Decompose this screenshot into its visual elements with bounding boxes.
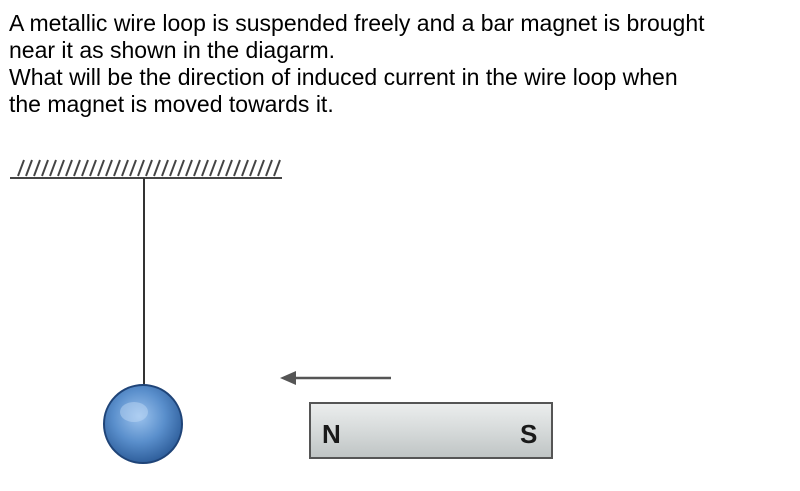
hatch-mark bbox=[185, 159, 193, 177]
hatch-mark bbox=[137, 159, 145, 177]
question-line: What will be the direction of induced cu… bbox=[9, 64, 678, 90]
hatch-mark bbox=[145, 159, 153, 177]
question-line: the magnet is moved towards it. bbox=[9, 91, 334, 117]
hatch-mark bbox=[201, 159, 209, 177]
hatch-mark bbox=[57, 159, 65, 177]
hatch-mark bbox=[273, 159, 281, 177]
hatch-mark bbox=[129, 159, 137, 177]
hatch-mark bbox=[169, 159, 177, 177]
hatch-mark bbox=[241, 159, 249, 177]
hatch-mark bbox=[113, 159, 121, 177]
magnet-north-label: N bbox=[322, 419, 341, 449]
hatch-mark bbox=[41, 159, 49, 177]
hatch-mark bbox=[33, 159, 41, 177]
hatch-mark bbox=[249, 159, 257, 177]
hatch-mark bbox=[217, 159, 225, 177]
hatch-mark bbox=[105, 159, 113, 177]
ceiling-support bbox=[10, 159, 282, 179]
hatch-mark bbox=[265, 159, 273, 177]
hatch-mark bbox=[121, 159, 129, 177]
hatch-mark bbox=[17, 159, 25, 177]
hatch-mark bbox=[81, 159, 89, 177]
hatch-mark bbox=[233, 159, 241, 177]
hatch-mark bbox=[209, 159, 217, 177]
question-line: A metallic wire loop is suspended freely… bbox=[9, 10, 705, 36]
question-text: A metallic wire loop is suspended freely… bbox=[9, 10, 799, 118]
hatch-mark bbox=[161, 159, 169, 177]
hatch-mark bbox=[49, 159, 57, 177]
hatch-mark bbox=[97, 159, 105, 177]
bar-magnet: N S bbox=[309, 402, 553, 459]
hatch-mark bbox=[65, 159, 73, 177]
hatch-mark bbox=[25, 159, 33, 177]
hatch-mark bbox=[193, 159, 201, 177]
question-line: near it as shown in the diagarm. bbox=[9, 37, 336, 63]
hatch-mark bbox=[225, 159, 233, 177]
hatch-mark bbox=[73, 159, 81, 177]
wire-loop bbox=[103, 384, 183, 464]
hatch-mark bbox=[257, 159, 265, 177]
hatch-mark bbox=[177, 159, 185, 177]
magnet-south-label: S bbox=[520, 419, 537, 449]
motion-arrow bbox=[280, 371, 391, 385]
hatch-mark bbox=[89, 159, 97, 177]
hatch-mark bbox=[153, 159, 161, 177]
